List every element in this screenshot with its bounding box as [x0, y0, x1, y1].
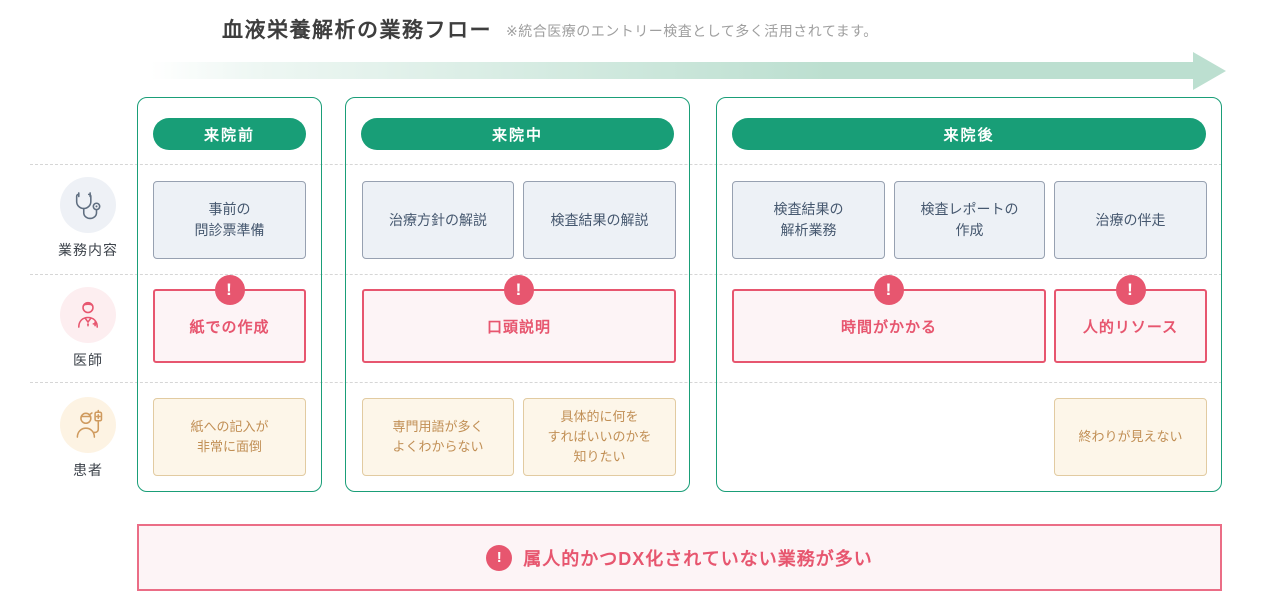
task-box: 検査結果の解説: [523, 181, 676, 259]
row-divider-patient: [30, 382, 1222, 383]
warning-icon: !: [486, 544, 513, 571]
row-divider-doctor: [30, 274, 1222, 275]
phase-header-during-visit: 来院中: [361, 118, 674, 150]
warning-icon: !: [1115, 275, 1146, 305]
page-subtitle: ※統合医療のエントリー検査として多く活用されてます。: [506, 23, 878, 39]
rail-label-tasks: 業務内容: [58, 242, 118, 258]
rail-item-patient: 患者: [48, 397, 128, 480]
task-box: 検査レポートの 作成: [894, 181, 1045, 259]
doctor-icon: [60, 287, 116, 343]
phase-header-after-visit: 来院後: [732, 118, 1206, 150]
warning-icon: !: [214, 275, 245, 305]
doctor-issue-box: ! 紙での作成: [153, 275, 306, 363]
stethoscope-icon: [60, 177, 116, 233]
doctor-issue-box: ! 時間がかかる: [732, 275, 1046, 363]
doctor-issue-box: ! 人的リソース: [1054, 275, 1207, 363]
phase-column-before-visit: 来院前 事前の 問診票準備 ! 紙での作成 紙への記入が 非常に面倒: [137, 97, 322, 492]
rail-item-tasks: 業務内容: [48, 177, 128, 260]
flow-arrow-body: [150, 62, 1193, 79]
warning-icon: !: [504, 275, 534, 305]
warning-icon: !: [874, 275, 904, 305]
doctor-issue-label: 紙での作成: [189, 318, 270, 336]
patient-note-box: 具体的に何を すればいいのかを 知りたい: [523, 398, 676, 476]
task-box: 治療の伴走: [1054, 181, 1207, 259]
header: 血液栄養解析の業務フロー ※統合医療のエントリー検査として多く活用されてます。: [222, 14, 878, 44]
phase-header-before-visit: 来院前: [153, 118, 306, 150]
rail-label-patient: 患者: [73, 462, 103, 478]
page-title: 血液栄養解析の業務フロー: [222, 19, 492, 42]
doctor-issue-box: ! 口頭説明: [362, 275, 676, 363]
phase-column-during-visit: 来院中 治療方針の解説 検査結果の解説 ! 口頭説明 専門用語が多く よくわから…: [345, 97, 690, 492]
phase-column-after-visit: 来院後 検査結果の 解析業務 検査レポートの 作成 治療の伴走 ! 時間がかかる…: [716, 97, 1222, 492]
rail-label-doctor: 医師: [73, 352, 103, 368]
patient-note-box: 紙への記入が 非常に面倒: [153, 398, 306, 476]
doctor-issue-label: 口頭説明: [486, 318, 551, 336]
patient-note-box: 終わりが見えない: [1054, 398, 1207, 476]
rail-item-doctor: 医師: [48, 287, 128, 370]
patient-note-box: 専門用語が多く よくわからない: [362, 398, 514, 476]
task-box: 治療方針の解説: [362, 181, 514, 259]
patient-icon: [60, 397, 116, 453]
doctor-issue-label: 人的リソース: [1082, 318, 1179, 336]
doctor-issue-label: 時間がかかる: [840, 318, 937, 336]
flow-arrow-head-icon: [1193, 52, 1226, 90]
summary-warning-banner: ! 属人的かつDX化されていない業務が多い: [137, 524, 1222, 591]
task-box: 検査結果の 解析業務: [732, 181, 885, 259]
task-box: 事前の 問診票準備: [153, 181, 306, 259]
summary-warning-text: 属人的かつDX化されていない業務が多い: [523, 548, 873, 569]
row-divider-tasks: [30, 164, 1222, 165]
